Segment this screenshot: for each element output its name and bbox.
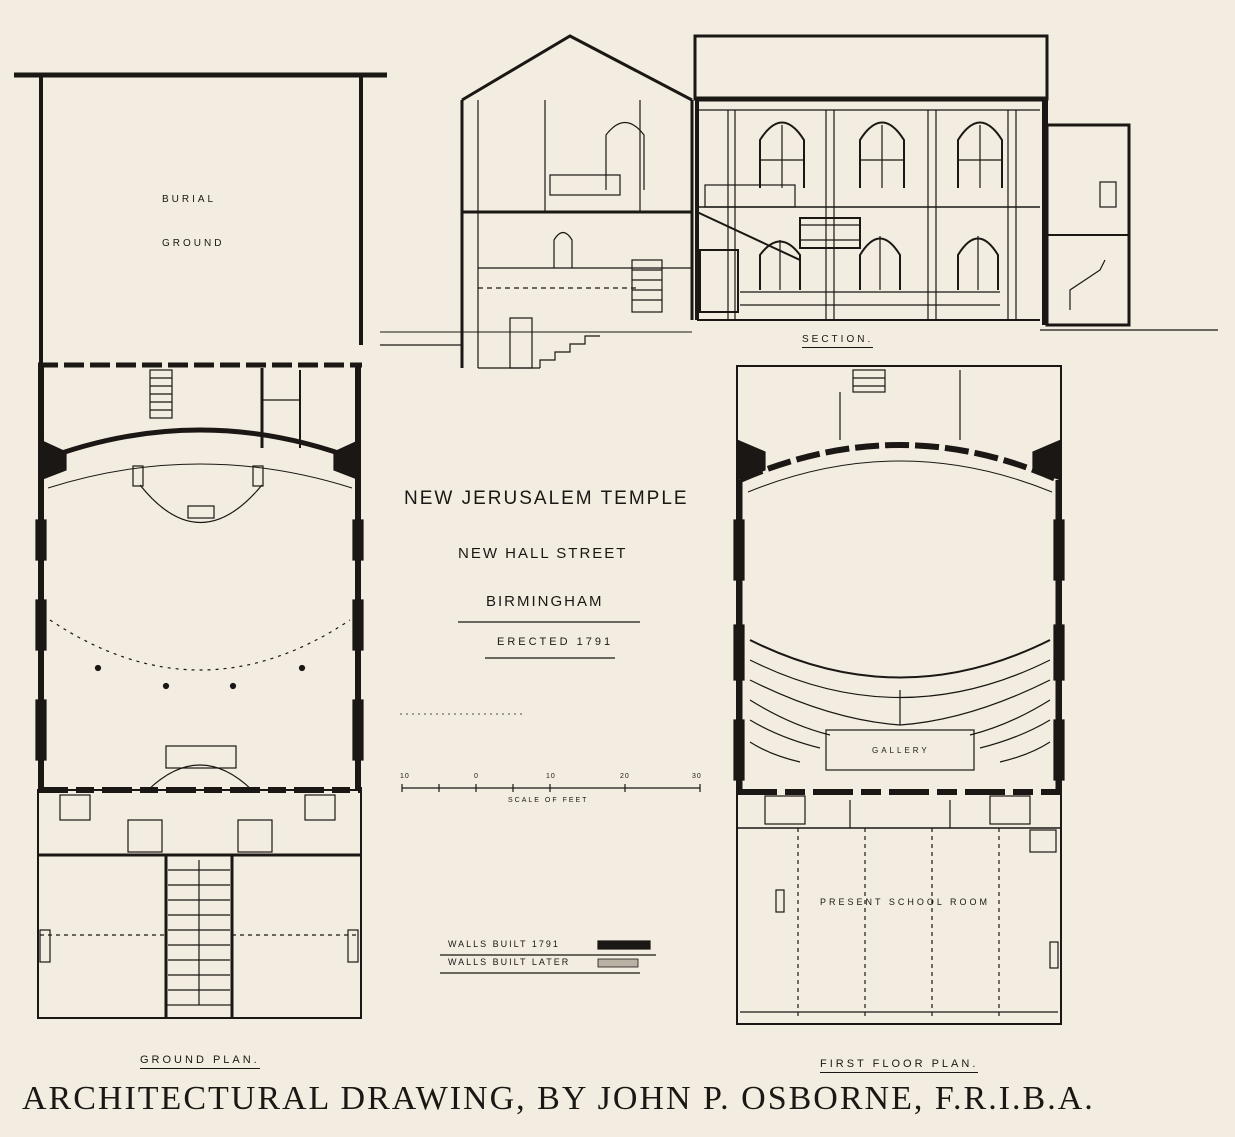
section-label: Section. <box>802 334 874 348</box>
legend-swatch-later <box>597 958 639 968</box>
burial-label-1: Burial <box>162 194 217 205</box>
scale-tick-label-0: 10 <box>400 773 410 780</box>
street-label: New Hall Street <box>458 545 628 562</box>
scale-label: Scale of Feet <box>508 797 589 804</box>
ground-plan-label: Ground Plan. <box>140 1054 260 1069</box>
drawing-title: New Jerusalem Temple <box>404 488 689 509</box>
gallery-label: Gallery <box>872 746 930 755</box>
legend-label-1791: Walls built 1791 <box>448 939 560 949</box>
section-drawing <box>380 34 1218 369</box>
title-block-lines <box>400 621 640 715</box>
legend-label-later: Walls built later <box>448 957 571 967</box>
school-room-label: Present School Room <box>820 897 991 907</box>
scale-tick-label-4: 30 <box>692 773 702 780</box>
first-floor-plan <box>733 365 1065 1025</box>
legend-swatch-1791 <box>597 940 651 950</box>
scale-bar <box>401 784 701 792</box>
city-label: Birmingham <box>486 593 604 610</box>
burial-label-2: Ground <box>162 238 225 249</box>
drawing-caption: Architectural Drawing, by John P. Osborn… <box>22 1080 1095 1117</box>
scale-tick-label-2: 10 <box>546 773 556 780</box>
first-floor-plan-label: First Floor Plan. <box>820 1058 979 1073</box>
scale-tick-label-1: 0 <box>474 773 479 780</box>
scale-tick-label-3: 20 <box>620 773 630 780</box>
ground-plan <box>14 72 387 1019</box>
erected-label: Erected 1791 <box>497 636 614 648</box>
legend <box>440 940 656 974</box>
